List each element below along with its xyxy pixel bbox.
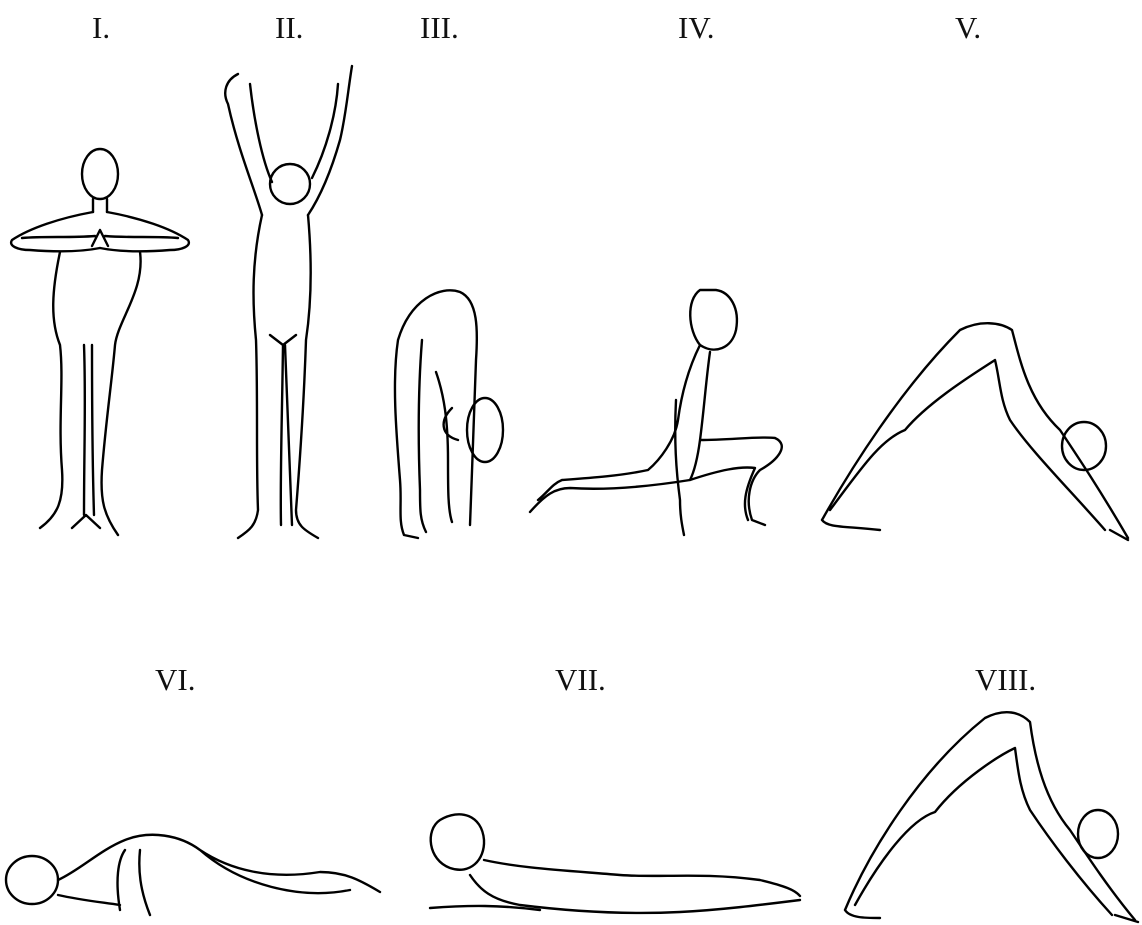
pose-1-body	[40, 252, 141, 535]
pose-1-figure	[11, 149, 189, 535]
label-pose-7: VII.	[555, 662, 606, 697]
pose-8-head	[1078, 810, 1118, 858]
pose-2-figure	[225, 66, 352, 538]
label-pose-2: II.	[275, 10, 303, 45]
pose-2-arms	[225, 66, 352, 215]
pose-1-arms	[11, 212, 189, 251]
pose-7-head	[431, 814, 484, 869]
pose-5-figure	[822, 323, 1128, 540]
pose-3-figure	[395, 290, 503, 538]
pose-7-body	[430, 860, 800, 913]
pose-3-body	[395, 290, 477, 538]
pose-5-body	[822, 323, 1128, 540]
label-pose-6: VI.	[155, 662, 195, 697]
pose-8-body	[845, 712, 1138, 922]
label-pose-3: III.	[420, 10, 459, 45]
pose-1-neck	[93, 199, 107, 212]
pose-4-head	[690, 290, 737, 350]
pose-6-body	[58, 835, 380, 915]
pose-1-head	[82, 149, 118, 199]
pose-8-figure	[845, 712, 1138, 922]
pose-4-body	[530, 345, 782, 535]
pose-4-figure	[530, 290, 782, 535]
pose-5-head	[1062, 422, 1106, 470]
pose-2-body	[238, 215, 318, 538]
pose-7-figure	[430, 814, 800, 913]
pose-6-head	[6, 856, 58, 904]
pose-2-head	[270, 164, 310, 204]
label-pose-8: VIII.	[975, 662, 1036, 697]
label-pose-1: I.	[92, 10, 110, 45]
label-pose-5: V.	[955, 10, 981, 45]
pose-6-figure	[6, 835, 380, 915]
label-pose-4: IV.	[678, 10, 714, 45]
